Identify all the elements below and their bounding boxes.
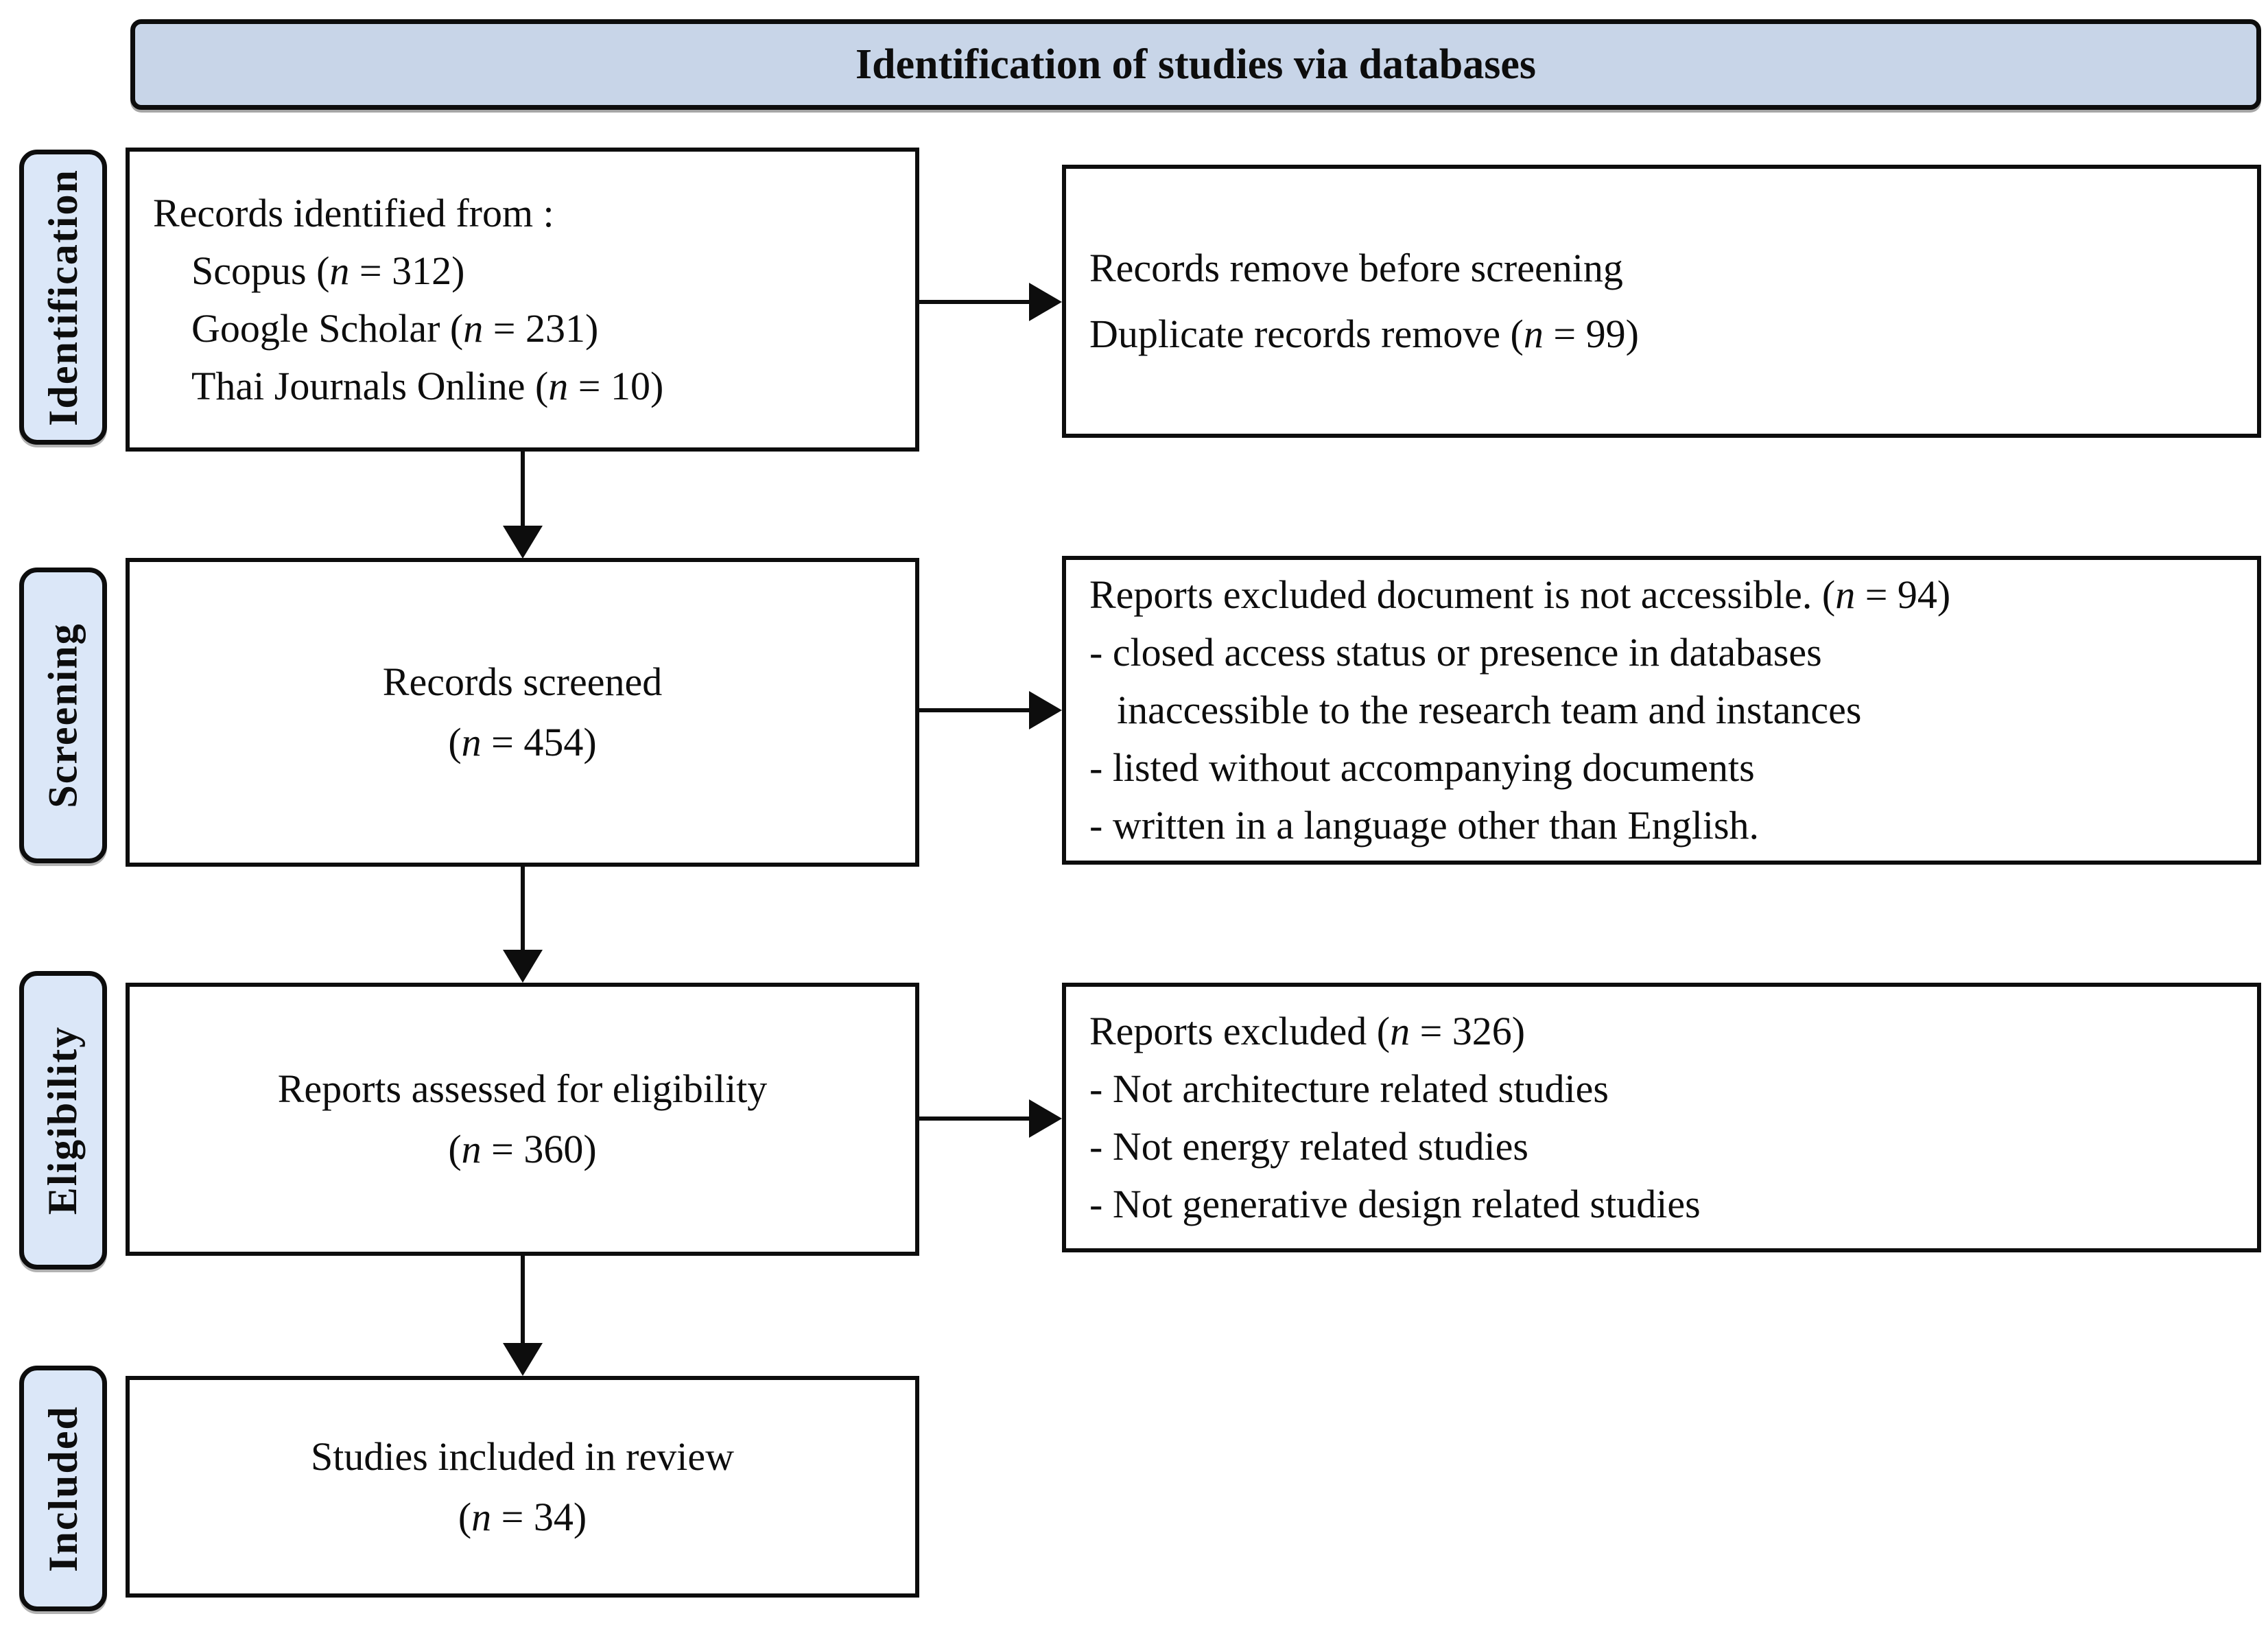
box-records-screened: Records screened (n = 454) bbox=[126, 558, 919, 867]
stage-label-screening-text: Screening bbox=[40, 622, 86, 808]
box-records-identified: Records identified from : Scopus (n = 31… bbox=[126, 148, 919, 452]
records-identified-line: Records identified from : bbox=[153, 190, 554, 235]
arrow-shaft bbox=[919, 300, 1033, 304]
arrow-head-right-icon bbox=[1029, 1099, 1062, 1138]
studies-included-count: (n = 34) bbox=[458, 1494, 587, 1539]
stage-label-identification: Identification bbox=[19, 150, 107, 445]
arrow-shaft bbox=[521, 452, 525, 528]
excluded-reason-closed-access-cont: inaccessible to the research team and in… bbox=[1117, 688, 1862, 732]
stage-label-included: Included bbox=[19, 1366, 107, 1611]
arrow-head-down-icon bbox=[503, 1343, 543, 1376]
arrow-shaft bbox=[919, 708, 1033, 712]
excluded-reason-not-energy: - Not energy related studies bbox=[1089, 1123, 1528, 1169]
studies-included-line: Studies included in review bbox=[311, 1434, 734, 1479]
stage-label-eligibility: Eligibility bbox=[19, 971, 107, 1270]
stage-label-included-text: Included bbox=[40, 1405, 86, 1572]
stage-label-screening: Screening bbox=[19, 568, 107, 863]
arrow-head-down-icon bbox=[503, 526, 543, 559]
box-reports-excluded: Reports excluded (n = 326) - Not archite… bbox=[1062, 983, 2261, 1252]
diagram-title-banner: Identification of studies via databases bbox=[130, 19, 2261, 110]
box-reports-assessed: Reports assessed for eligibility (n = 36… bbox=[126, 983, 919, 1256]
records-identified-source-google-scholar: Google Scholar (n = 231) bbox=[191, 305, 599, 351]
box-records-removed: Records remove before screening Duplicat… bbox=[1062, 165, 2261, 438]
excluded-reason-no-documents: - listed without accompanying documents bbox=[1089, 745, 1755, 790]
box-studies-included: Studies included in review (n = 34) bbox=[126, 1376, 919, 1598]
stage-label-identification-text: Identification bbox=[40, 168, 86, 426]
diagram-title: Identification of studies via databases bbox=[855, 40, 1537, 88]
excluded-reason-closed-access: - closed access status or presence in da… bbox=[1089, 630, 1822, 675]
arrow-shaft bbox=[521, 1256, 525, 1345]
records-removed-line-1: Records remove before screening bbox=[1089, 246, 1623, 290]
records-identified-source-scopus: Scopus (n = 312) bbox=[191, 248, 465, 293]
excluded-reason-not-architecture: - Not architecture related studies bbox=[1089, 1066, 1609, 1111]
reports-assessed-count: (n = 360) bbox=[448, 1127, 597, 1171]
box-reports-excluded-not-accessible: Reports excluded document is not accessi… bbox=[1062, 556, 2261, 865]
records-screened-line: Records screened bbox=[382, 659, 663, 704]
stage-label-eligibility-text: Eligibility bbox=[40, 1025, 86, 1215]
arrow-head-right-icon bbox=[1029, 283, 1062, 321]
reports-assessed-line: Reports assessed for eligibility bbox=[277, 1066, 768, 1111]
reports-excluded-heading: Reports excluded (n = 326) bbox=[1089, 1008, 1526, 1053]
excluded-reason-language: - written in a language other than Engli… bbox=[1089, 803, 1760, 847]
records-removed-line-2: Duplicate records remove (n = 99) bbox=[1089, 312, 1639, 356]
records-screened-count: (n = 454) bbox=[448, 720, 597, 764]
records-identified-source-thai-journals: Thai Journals Online (n = 10) bbox=[191, 363, 664, 408]
arrow-shaft bbox=[919, 1117, 1033, 1121]
excluded-not-accessible-heading: Reports excluded document is not accessi… bbox=[1089, 572, 1951, 617]
arrow-head-down-icon bbox=[503, 950, 543, 983]
arrow-shaft bbox=[521, 867, 525, 951]
excluded-reason-not-generative: - Not generative design related studies bbox=[1089, 1181, 1701, 1226]
arrow-head-right-icon bbox=[1029, 691, 1062, 729]
